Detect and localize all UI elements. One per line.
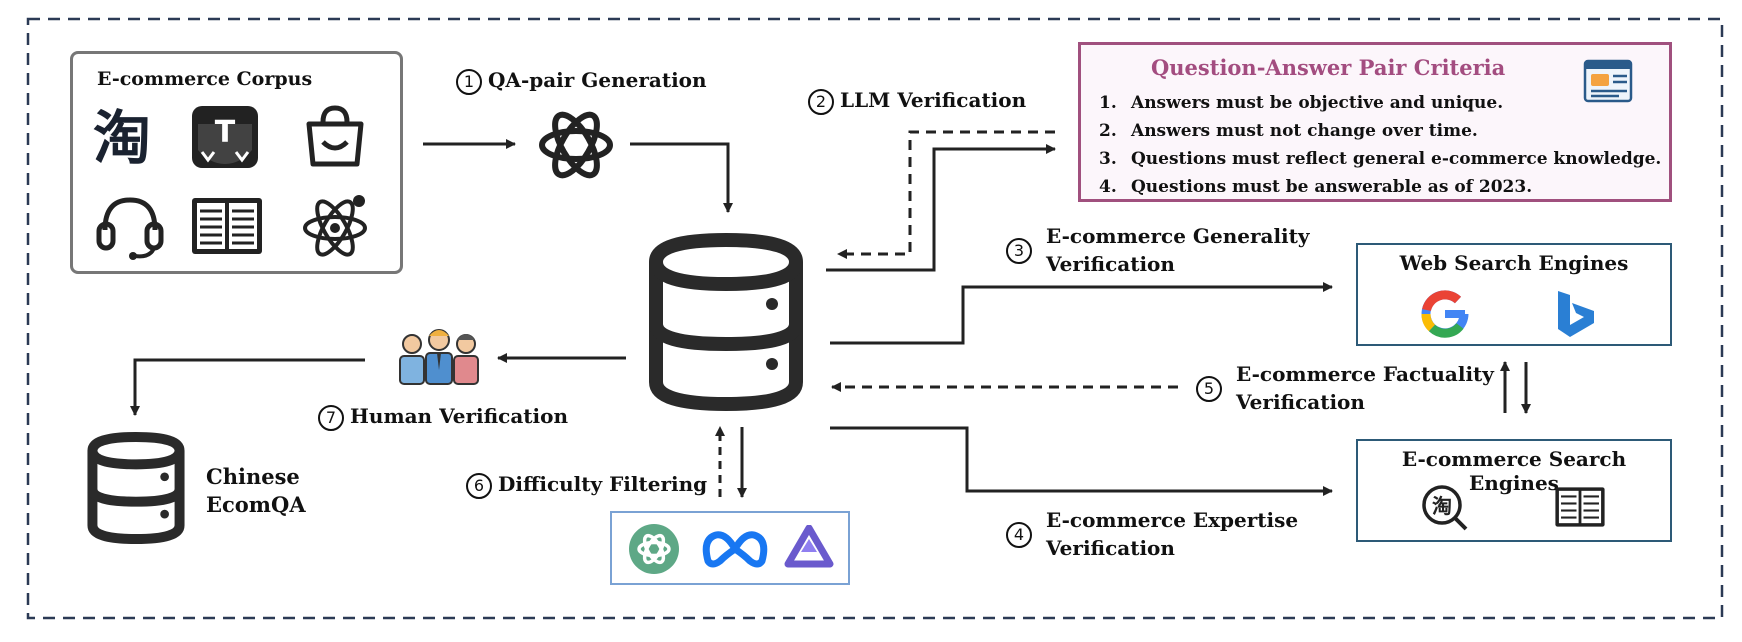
criteria-item: 1. Answers must be objective and unique. xyxy=(1099,89,1661,117)
corpus-box: E-commerce Corpus 淘 T xyxy=(70,51,403,274)
taobao-search-icon: 淘 xyxy=(1420,483,1470,537)
database-icon xyxy=(646,232,806,416)
criteria-box: Question-Answer Pair Criteria 1. Answers … xyxy=(1078,42,1672,202)
google-icon xyxy=(1420,289,1470,343)
criteria-item-number: 1. xyxy=(1099,93,1117,113)
criteria-item-number: 2. xyxy=(1099,121,1117,141)
ecom-search-title: E-commerce Search Engines xyxy=(1401,447,1627,495)
openai-icon xyxy=(628,523,680,579)
step5-line2: Verification xyxy=(1236,390,1365,414)
taobao-icon: 淘 xyxy=(93,104,165,172)
criteria-list: 1.Answers must be objective and unique. … xyxy=(1099,89,1661,201)
arrow-human-to-output xyxy=(130,358,365,416)
step3-line1: E-commerce Generality xyxy=(1046,224,1310,248)
arrow-db-to-ecom-search xyxy=(830,426,1333,496)
ecom-search-box: E-commerce Search Engines 淘 xyxy=(1356,439,1672,542)
step6-number: 6 xyxy=(466,472,492,499)
criteria-item: 3. Questions must reflect general e-comme… xyxy=(1099,145,1661,173)
step6-text: Difficulty Filtering xyxy=(498,472,708,496)
openai-icon xyxy=(534,103,618,191)
book-icon xyxy=(190,196,264,260)
web-search-title: Web Search Engines xyxy=(1399,251,1629,275)
step5-number: 5 xyxy=(1196,376,1222,402)
bing-icon xyxy=(1554,289,1598,343)
step4-number: 4 xyxy=(1006,522,1032,548)
output-title-line2: EcomQA xyxy=(206,492,306,517)
criteria-item-text: Questions must be answerable as of 2023. xyxy=(1131,177,1533,197)
output-database-icon xyxy=(86,431,186,548)
shopping-bag-icon xyxy=(303,104,367,172)
step5-line1: E-commerce Factuality xyxy=(1236,362,1494,386)
outer-frame xyxy=(26,17,1724,620)
criteria-item-text: Questions must reflect general e-commerc… xyxy=(1131,149,1662,169)
human-team-icon xyxy=(396,326,482,390)
meta-icon xyxy=(700,529,770,573)
criteria-item-text: Answers must not change over time. xyxy=(1131,121,1478,141)
svg-text:T: T xyxy=(215,115,236,150)
step7-text: Human Verification xyxy=(350,404,568,428)
criteria-item-text: Answers must be objective and unique. xyxy=(1131,93,1504,113)
output-title-line1: Chinese xyxy=(206,464,300,489)
web-search-box: Web Search Engines xyxy=(1356,243,1672,346)
corpus-title: E-commerce Corpus xyxy=(97,68,313,90)
arrow-criteria-to-db xyxy=(837,130,1055,259)
step3-line2: Verification xyxy=(1046,252,1175,276)
step2-number: 2 xyxy=(808,88,834,115)
llm-box xyxy=(610,511,850,585)
criteria-title: Question-Answer Pair Criteria xyxy=(1151,55,1506,80)
qwen-icon xyxy=(784,524,834,577)
arrow-db-to-web-search xyxy=(830,282,1333,345)
step3-number: 3 xyxy=(1006,238,1032,264)
criteria-item: 4. Questions must be answerable as of 202… xyxy=(1099,173,1661,201)
checklist-window-icon xyxy=(1583,59,1633,107)
arrow-generation-to-db xyxy=(630,142,733,213)
step4-line2: Verification xyxy=(1046,536,1175,560)
step4-line1: E-commerce Expertise xyxy=(1046,508,1299,532)
criteria-item-number: 3. xyxy=(1099,149,1117,169)
step1-text: QA-pair Generation xyxy=(488,68,707,92)
atom-icon xyxy=(301,192,373,264)
tmall-icon: T xyxy=(190,104,260,174)
svg-text:淘: 淘 xyxy=(93,106,151,166)
step1-number: 1 xyxy=(456,68,482,95)
customer-service-icon xyxy=(95,194,165,264)
criteria-item-number: 4. xyxy=(1099,177,1117,197)
book-icon xyxy=(1554,485,1606,533)
step7-number: 7 xyxy=(318,404,344,431)
step2-text: LLM Verification xyxy=(840,88,1027,112)
criteria-item: 2. Answers must not change over time. xyxy=(1099,117,1661,145)
arrow-db-to-criteria xyxy=(826,144,1056,272)
svg-text:淘: 淘 xyxy=(1432,494,1452,518)
